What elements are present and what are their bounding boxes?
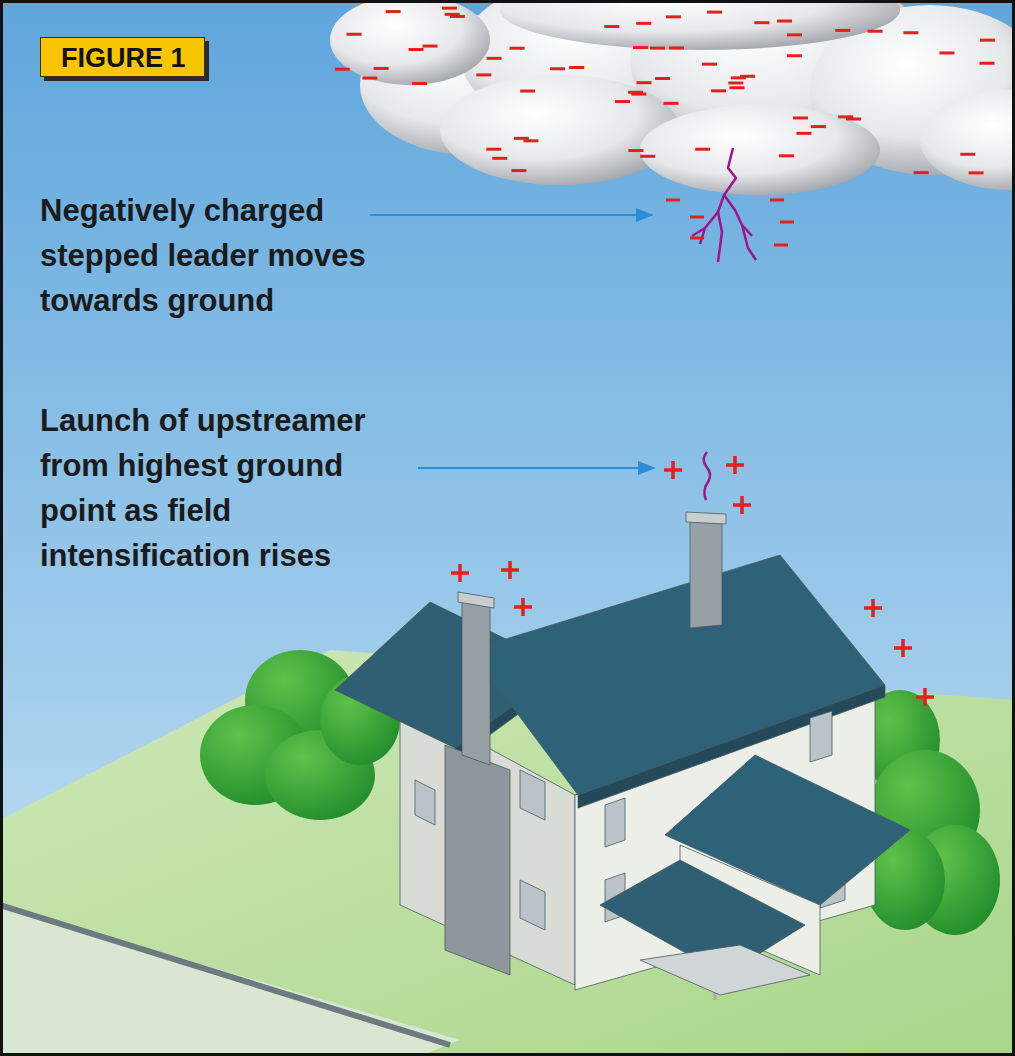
minus-sign [550,67,565,70]
plus-sign [894,639,912,657]
minus-sign [663,102,678,105]
plus-sign [514,598,532,616]
minus-sign [838,115,853,118]
minus-sign [914,171,929,174]
minus-sign [969,171,984,174]
minus-sign [442,7,457,10]
minus-sign [374,67,389,70]
minus-sign [711,89,726,92]
minus-sign [777,20,792,23]
minus-sign [335,68,350,71]
bush-right [860,690,1000,935]
stepped-leader [692,148,756,262]
minus-sign [980,39,995,42]
figure-label: FIGURE 1 [61,43,184,73]
minus-sign [628,149,643,152]
minus-sign [868,30,883,33]
plus-sign [916,688,934,706]
minus-sign [793,116,808,119]
road-edge [0,905,450,1045]
minus-sign [386,10,401,13]
minus-sign [604,25,619,28]
minus-sign [492,157,507,160]
minus-sign [412,82,427,85]
minus-sign [615,100,630,103]
minus-sign [569,66,584,69]
plus-sign [501,561,519,579]
minus-sign [787,54,802,57]
minus-sign [960,153,975,156]
minus-sign [347,33,362,36]
minus-sign [445,13,460,16]
minus-sign [980,62,995,65]
minus-sign [796,132,811,135]
minus-sign [640,155,655,158]
upstreamer [704,452,710,500]
minus-sign [702,63,717,66]
minus-sign [903,31,918,34]
minus-sign [520,90,535,93]
minus-sign [729,86,744,89]
plus-sign [864,599,882,617]
plus-sign [451,564,469,582]
minus-sign [487,57,502,60]
minus-sign [779,154,794,157]
minus-sign [695,148,710,151]
annotation-text: Negatively charged stepped leader moves … [40,188,370,323]
plus-sign [664,461,682,479]
annotation-text: Launch of upstreamer from highest ground… [40,398,375,578]
minus-sign [728,81,743,84]
minus-sign [811,125,826,128]
leader-line [370,214,652,216]
minus-sign [787,33,802,36]
minus-sign [628,91,643,94]
plus-sign [726,456,744,474]
minus-sign [669,46,684,49]
ground [0,650,1015,1056]
minus-sign [740,75,755,78]
minus-sign [422,45,437,48]
minus-sign [636,22,651,25]
minus-sign [754,21,769,24]
minus-sign [476,73,491,76]
minus-sign [511,169,526,172]
minus-sign [650,47,665,50]
minus-sign [636,81,651,84]
minus-sign [486,148,501,151]
minus-sign [409,48,424,51]
minus-sign [666,15,681,18]
minus-sign [707,11,722,14]
figure-tag: FIGURE 1 [40,37,205,77]
minus-sign [362,77,377,80]
house [335,512,910,1000]
minus-sign [510,47,525,50]
plus-sign [733,496,751,514]
leader-charges [666,200,794,245]
minus-sign [655,77,670,80]
pavement [0,905,460,1056]
leader-line [418,467,654,469]
minus-sign [633,46,648,49]
minus-sign [939,51,954,54]
positive-charges [451,456,934,706]
minus-sign [514,137,529,140]
minus-sign [835,29,850,32]
negative-charges [335,8,995,173]
storm-cloud [330,0,1015,195]
